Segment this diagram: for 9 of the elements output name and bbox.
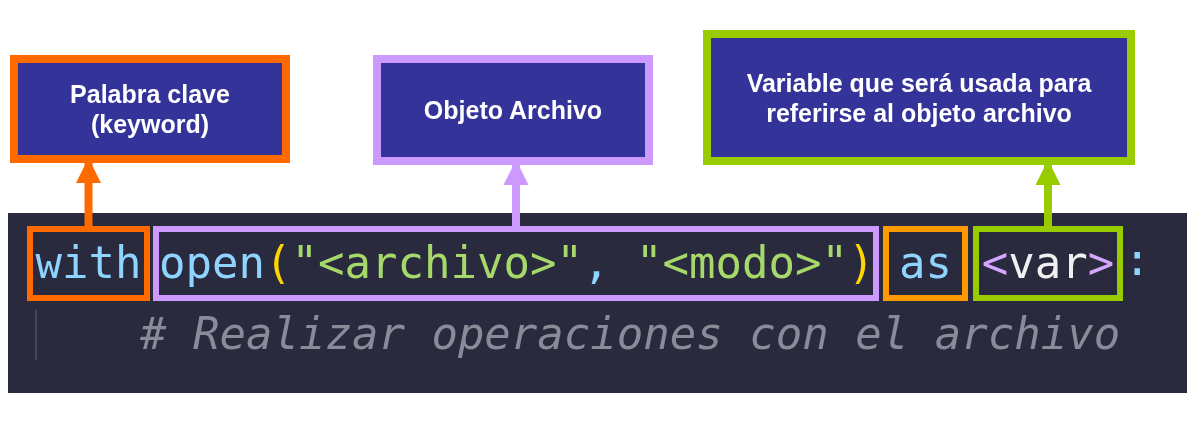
callout-box: Variable que será usada para referirse al objeto archivo (703, 30, 1135, 165)
callout-box: Palabra clave (keyword) (10, 55, 290, 163)
code-token: <var> (973, 226, 1123, 301)
code-text: : (1124, 234, 1151, 285)
callout-box: Objeto Archivo (373, 55, 653, 165)
code-token: open("<archivo>", "<modo>") (153, 226, 879, 301)
code-token: with (27, 226, 150, 301)
code-comment: # Realizar operaciones con el archivo (140, 308, 1121, 359)
code-token: as (883, 226, 968, 301)
